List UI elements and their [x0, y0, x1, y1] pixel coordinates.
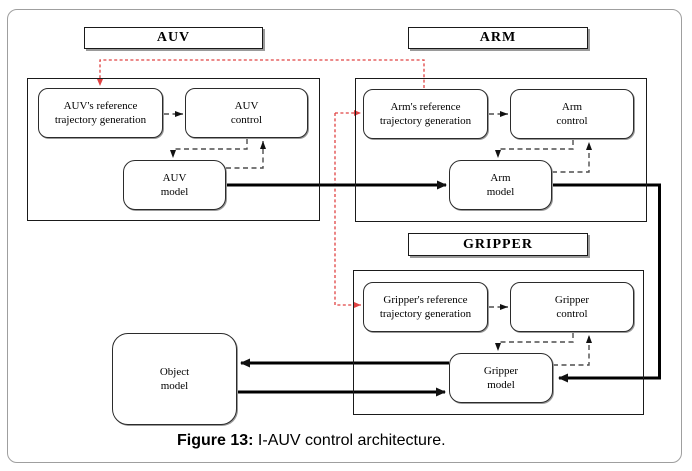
gripper-model-block: Gripper model	[449, 353, 553, 403]
arm-model-to-gripper-model-line	[552, 183, 661, 383]
auv-section-title: AUV	[84, 27, 263, 49]
gripper-control-block: Gripper control	[510, 282, 634, 332]
auv-model-block: AUV model	[123, 160, 226, 210]
arm-control-block: Arm control	[510, 89, 634, 139]
figure-outer-border	[7, 9, 682, 463]
gripper-model-to-control-feedback	[553, 335, 592, 366]
gripper-reference-trajectory-generation-block: Gripper's reference trajectory generatio…	[363, 282, 488, 332]
arm-section-title: ARM	[408, 27, 588, 49]
gripper-section-container	[353, 270, 644, 415]
auv-control-to-model-dash	[170, 139, 248, 158]
arm-model-to-control-feedback	[552, 142, 592, 173]
red-ref-branch-to-gripper-ref	[334, 113, 361, 308]
red-ref-line-top-to-auv-and-arm	[97, 59, 425, 88]
figure-caption-label: Figure 13:	[177, 432, 254, 449]
auv-control-block: AUV control	[185, 88, 308, 138]
arm-section-container	[355, 78, 647, 222]
auv-reference-trajectory-generation-block: AUV's reference trajectory generation	[38, 88, 163, 138]
auv-model-to-control-feedback	[226, 141, 266, 169]
object-model-block: Object model	[112, 333, 237, 425]
figure-caption-text: I-AUV control architecture.	[253, 432, 446, 449]
auv-section-container	[27, 78, 320, 221]
arm-model-block: Arm model	[449, 160, 552, 210]
arm-control-to-model-dash	[495, 140, 574, 158]
arm-reference-trajectory-generation-block: Arm's reference trajectory generation	[363, 89, 488, 139]
gripper-control-to-model-dash	[495, 333, 574, 351]
figure-caption: Figure 13: I-AUV control architecture.	[177, 432, 446, 450]
gripper-section-title: GRIPPER	[408, 233, 588, 256]
